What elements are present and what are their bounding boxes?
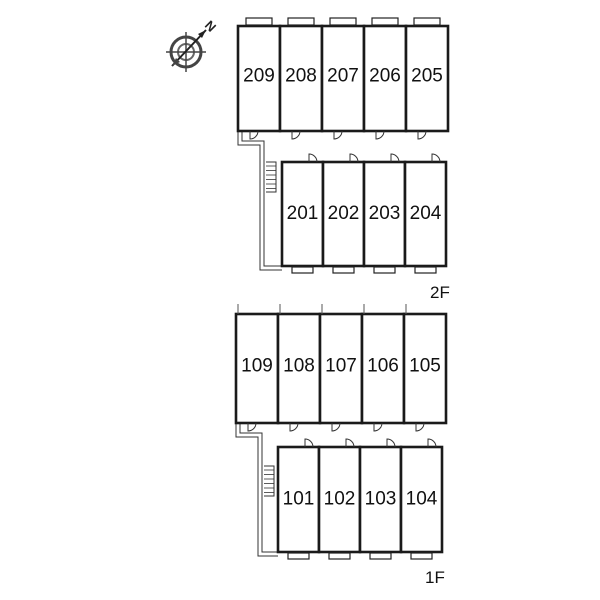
door-icon [249, 130, 259, 140]
room-number: 205 [411, 65, 443, 86]
unit-205[interactable]: 205 [404, 17, 450, 140]
unit-104[interactable]: 104 [399, 438, 444, 560]
floor-1f: 109 108 107 106 105 101 102 103 104 1F [234, 304, 448, 587]
door-icon [390, 153, 400, 163]
unit-202[interactable]: 202 [321, 153, 366, 274]
floor-label: 2F [430, 283, 450, 302]
corridor-wall [241, 131, 282, 267]
unit-204[interactable]: 204 [403, 153, 448, 274]
corridor-wall [235, 423, 278, 557]
unit-outline [362, 160, 407, 268]
door-icon [304, 438, 314, 448]
door-icon [373, 422, 383, 432]
unit-outline [317, 445, 362, 554]
door-icon [331, 422, 341, 432]
unit-106[interactable]: 106 [360, 304, 406, 432]
unit-207[interactable]: 207 [320, 17, 366, 140]
room-number: 104 [406, 489, 438, 510]
unit-outline [320, 24, 366, 133]
room-number: 207 [327, 65, 359, 86]
unit-103[interactable]: 103 [358, 438, 403, 560]
room-number: 206 [369, 65, 401, 86]
balcony [414, 266, 437, 274]
door-icon [417, 130, 427, 140]
unit-outline [276, 445, 321, 554]
unit-208[interactable]: 208 [278, 17, 324, 140]
door-icon [345, 438, 355, 448]
balcony [373, 266, 396, 274]
floor-label: 1F [425, 568, 445, 587]
unit-outline [402, 312, 448, 425]
corridor-wall [237, 131, 282, 271]
staircase [266, 161, 277, 193]
room-number: 204 [410, 203, 442, 224]
balcony [328, 552, 351, 560]
balcony [287, 552, 310, 560]
unit-outline [399, 445, 444, 554]
balcony [329, 17, 357, 26]
room-number: 202 [328, 203, 360, 224]
door-icon [308, 153, 318, 163]
unit-outline [362, 24, 408, 133]
unit-outline [321, 160, 366, 268]
balcony [413, 17, 441, 26]
room-number: 103 [365, 489, 397, 510]
room-number: 109 [241, 355, 273, 376]
door-icon [386, 438, 396, 448]
unit-201[interactable]: 201 [280, 153, 325, 274]
unit-outline [278, 24, 324, 133]
balcony [410, 552, 433, 560]
unit-101[interactable]: 101 [276, 438, 321, 560]
unit-109[interactable]: 109 [234, 304, 280, 432]
door-icon [349, 153, 359, 163]
balcony [369, 552, 392, 560]
room-number: 201 [287, 203, 319, 224]
staircase [264, 465, 275, 497]
room-number: 107 [325, 355, 357, 376]
balcony [287, 17, 315, 26]
unit-outline [280, 160, 325, 268]
unit-outline [236, 24, 282, 133]
door-icon [415, 422, 425, 432]
unit-outline [360, 312, 406, 425]
door-icon [427, 438, 437, 448]
room-number: 208 [285, 65, 317, 86]
balcony [291, 266, 314, 274]
unit-outline [403, 160, 448, 268]
room-number: 101 [283, 489, 315, 510]
room-number: 105 [409, 355, 441, 376]
door-icon [247, 422, 257, 432]
door-icon [431, 153, 441, 163]
room-number: 108 [283, 355, 315, 376]
balcony [245, 17, 273, 26]
balcony [332, 266, 355, 274]
unit-105[interactable]: 105 [402, 304, 448, 432]
unit-108[interactable]: 108 [276, 304, 322, 432]
unit-203[interactable]: 203 [362, 153, 407, 274]
door-icon [291, 130, 301, 140]
unit-206[interactable]: 206 [362, 17, 408, 140]
unit-outline [234, 312, 280, 425]
door-icon [289, 422, 299, 432]
door-icon [333, 130, 343, 140]
floor-2f: 209 208 207 206 205 201 202 203 204 2F [236, 17, 450, 302]
room-number: 203 [369, 203, 401, 224]
compass-rose-icon [166, 29, 207, 72]
unit-102[interactable]: 102 [317, 438, 362, 560]
unit-107[interactable]: 107 [318, 304, 364, 432]
room-number: 102 [324, 489, 356, 510]
door-icon [375, 130, 385, 140]
corridor-wall [239, 423, 278, 553]
unit-outline [404, 24, 450, 133]
room-number: 209 [243, 65, 275, 86]
unit-209[interactable]: 209 [236, 17, 282, 140]
balcony [371, 17, 399, 26]
unit-outline [276, 312, 322, 425]
room-number: 106 [367, 355, 399, 376]
